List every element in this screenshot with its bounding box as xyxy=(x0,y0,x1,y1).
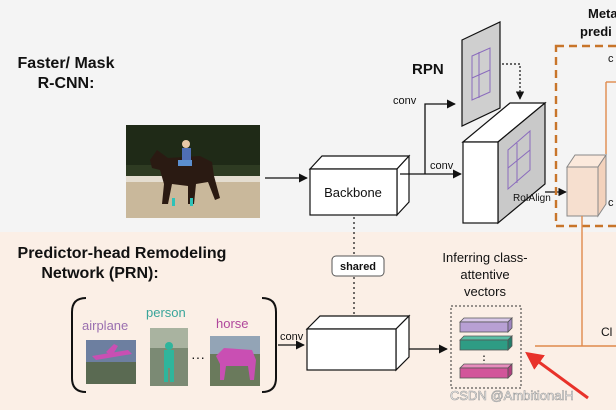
arrow-backbone-to-rpn xyxy=(424,99,456,174)
conv-label-featuremap: conv xyxy=(430,160,454,172)
rpn-label: RPN xyxy=(412,61,444,78)
support-image-airplane xyxy=(86,340,136,384)
meta-label-line1: Meta xyxy=(588,6,616,21)
conv-label-rpn: conv xyxy=(393,95,417,107)
support-bracket-right xyxy=(261,297,277,393)
vector-purple xyxy=(459,317,513,333)
query-image xyxy=(126,125,260,218)
meta-fragment-1: c xyxy=(608,53,614,65)
roi-feature-block xyxy=(566,153,607,218)
vector-teal xyxy=(459,335,513,351)
backbone-label: Backbone xyxy=(324,185,382,200)
support-ellipsis: ··· xyxy=(191,349,205,365)
class-fragment: Cl xyxy=(601,325,612,339)
feature-map-block xyxy=(461,101,547,225)
watermark: CSDN @AmbitionalH xyxy=(450,388,574,403)
roialign-label: RoIAlign xyxy=(513,193,551,204)
meta-predictor-region xyxy=(554,44,616,228)
conv-label-prn: conv xyxy=(280,331,304,343)
vector-ellipsis: ⋮ xyxy=(478,353,490,367)
inferring-label-line2: attentive xyxy=(460,267,509,282)
top-section-title-line1: Faster/ Mask xyxy=(18,55,115,72)
inferring-label-line3: vectors xyxy=(464,284,506,299)
prn-block xyxy=(305,314,411,372)
support-class-horse: horse xyxy=(216,316,249,331)
support-class-airplane: airplane xyxy=(82,318,128,333)
meta-fragment-2: c xyxy=(608,197,614,209)
support-image-horse xyxy=(210,336,260,386)
vector-pink xyxy=(459,363,513,379)
rpn-plane xyxy=(461,21,501,127)
shared-label: shared xyxy=(340,261,376,273)
meta-label-line2: predi xyxy=(580,24,612,39)
bottom-section-title-line1: Predictor-head Remodeling xyxy=(18,245,227,262)
shared-badge xyxy=(331,255,385,277)
support-bracket-left xyxy=(71,297,87,393)
support-class-person: person xyxy=(146,305,186,320)
backbone-block xyxy=(308,154,411,217)
support-image-person xyxy=(150,328,188,386)
bottom-section-title-line2: Network (PRN): xyxy=(41,265,158,282)
inferring-label-line1: Inferring class- xyxy=(442,250,527,265)
top-section-title-line2: R-CNN: xyxy=(38,75,95,92)
red-annotation-arrow xyxy=(525,351,589,400)
dotted-arrow-rpn-to-featuremap xyxy=(502,63,525,100)
